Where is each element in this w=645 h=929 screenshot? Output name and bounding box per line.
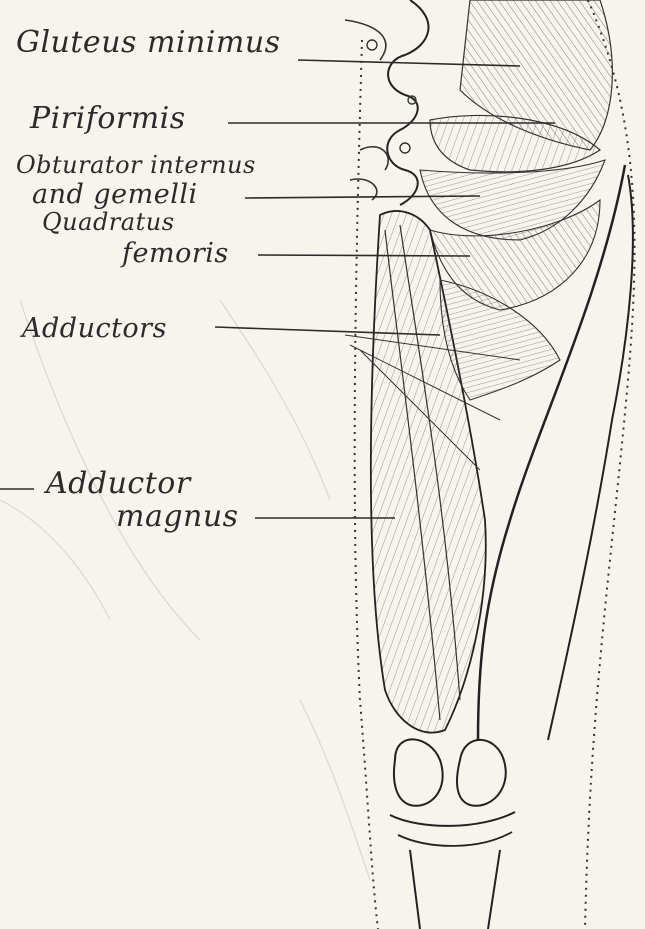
label-obturator-line1: Obturator internus — [16, 153, 256, 177]
background-ghost-figure — [0, 300, 370, 880]
knee-condyles — [394, 739, 443, 805]
label-adductor-magnus-line2: magnus — [116, 502, 239, 532]
label-adductor-magnus-line1: Adductor — [46, 469, 191, 499]
label-piriformis: Piriformis — [30, 104, 186, 134]
label-quadratus-line2: femoris — [122, 240, 229, 267]
label-quadratus-line1: Quadratus — [42, 210, 175, 234]
label-gluteus-minimus: Gluteus minimus — [16, 28, 281, 58]
label-adductors: Adductors — [22, 315, 167, 342]
label-obturator-line2: and gemelli — [32, 181, 198, 208]
